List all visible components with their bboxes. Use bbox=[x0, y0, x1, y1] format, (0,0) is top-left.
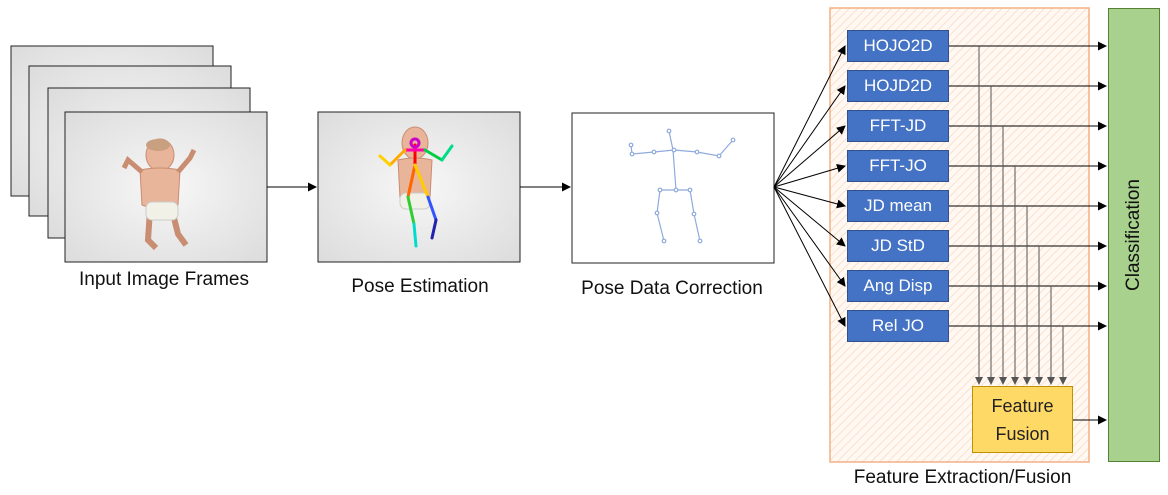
feature-fusion-line1: Feature bbox=[991, 395, 1054, 416]
feature-box-fft-jd: FFT-JD bbox=[847, 110, 949, 142]
feature-extraction-label: Feature Extraction/Fusion bbox=[853, 467, 1072, 488]
feature-box-ang-disp: Ang Disp bbox=[847, 270, 949, 302]
pose-correction-label: Pose Data Correction bbox=[581, 278, 763, 299]
infant-image bbox=[121, 138, 197, 251]
fusion-drop-lines bbox=[975, 46, 1067, 385]
input-frames-label: Input Image Frames bbox=[78, 269, 250, 290]
feature-box-jd-std: JD StD bbox=[847, 230, 949, 262]
pose-correction-frame bbox=[571, 112, 775, 264]
skeleton-plot bbox=[628, 128, 736, 244]
fanout-arrows bbox=[773, 45, 846, 327]
feature-box-hojd2d: HOJD2D bbox=[847, 70, 949, 102]
pose-estimation-label: Pose Estimation bbox=[351, 276, 489, 297]
feature-box-rel-jo: Rel JO bbox=[847, 310, 949, 342]
classification-label: Classification bbox=[1123, 179, 1144, 291]
pose-estimation-frame bbox=[317, 111, 521, 263]
feature-box-fft-jo: FFT-JO bbox=[847, 150, 949, 182]
input-frame-stack bbox=[10, 45, 268, 263]
pose-keypoints bbox=[378, 137, 454, 248]
feature-fusion-box: Feature Fusion bbox=[972, 386, 1073, 453]
classification-box: Classification bbox=[1108, 8, 1160, 462]
feature-fusion-line2: Fusion bbox=[995, 423, 1050, 444]
feature-box-jd-mean: JD mean bbox=[847, 190, 949, 222]
feature-to-classification-arrows bbox=[949, 41, 1107, 425]
feature-box-hojo2d: HOJO2D bbox=[847, 30, 949, 62]
